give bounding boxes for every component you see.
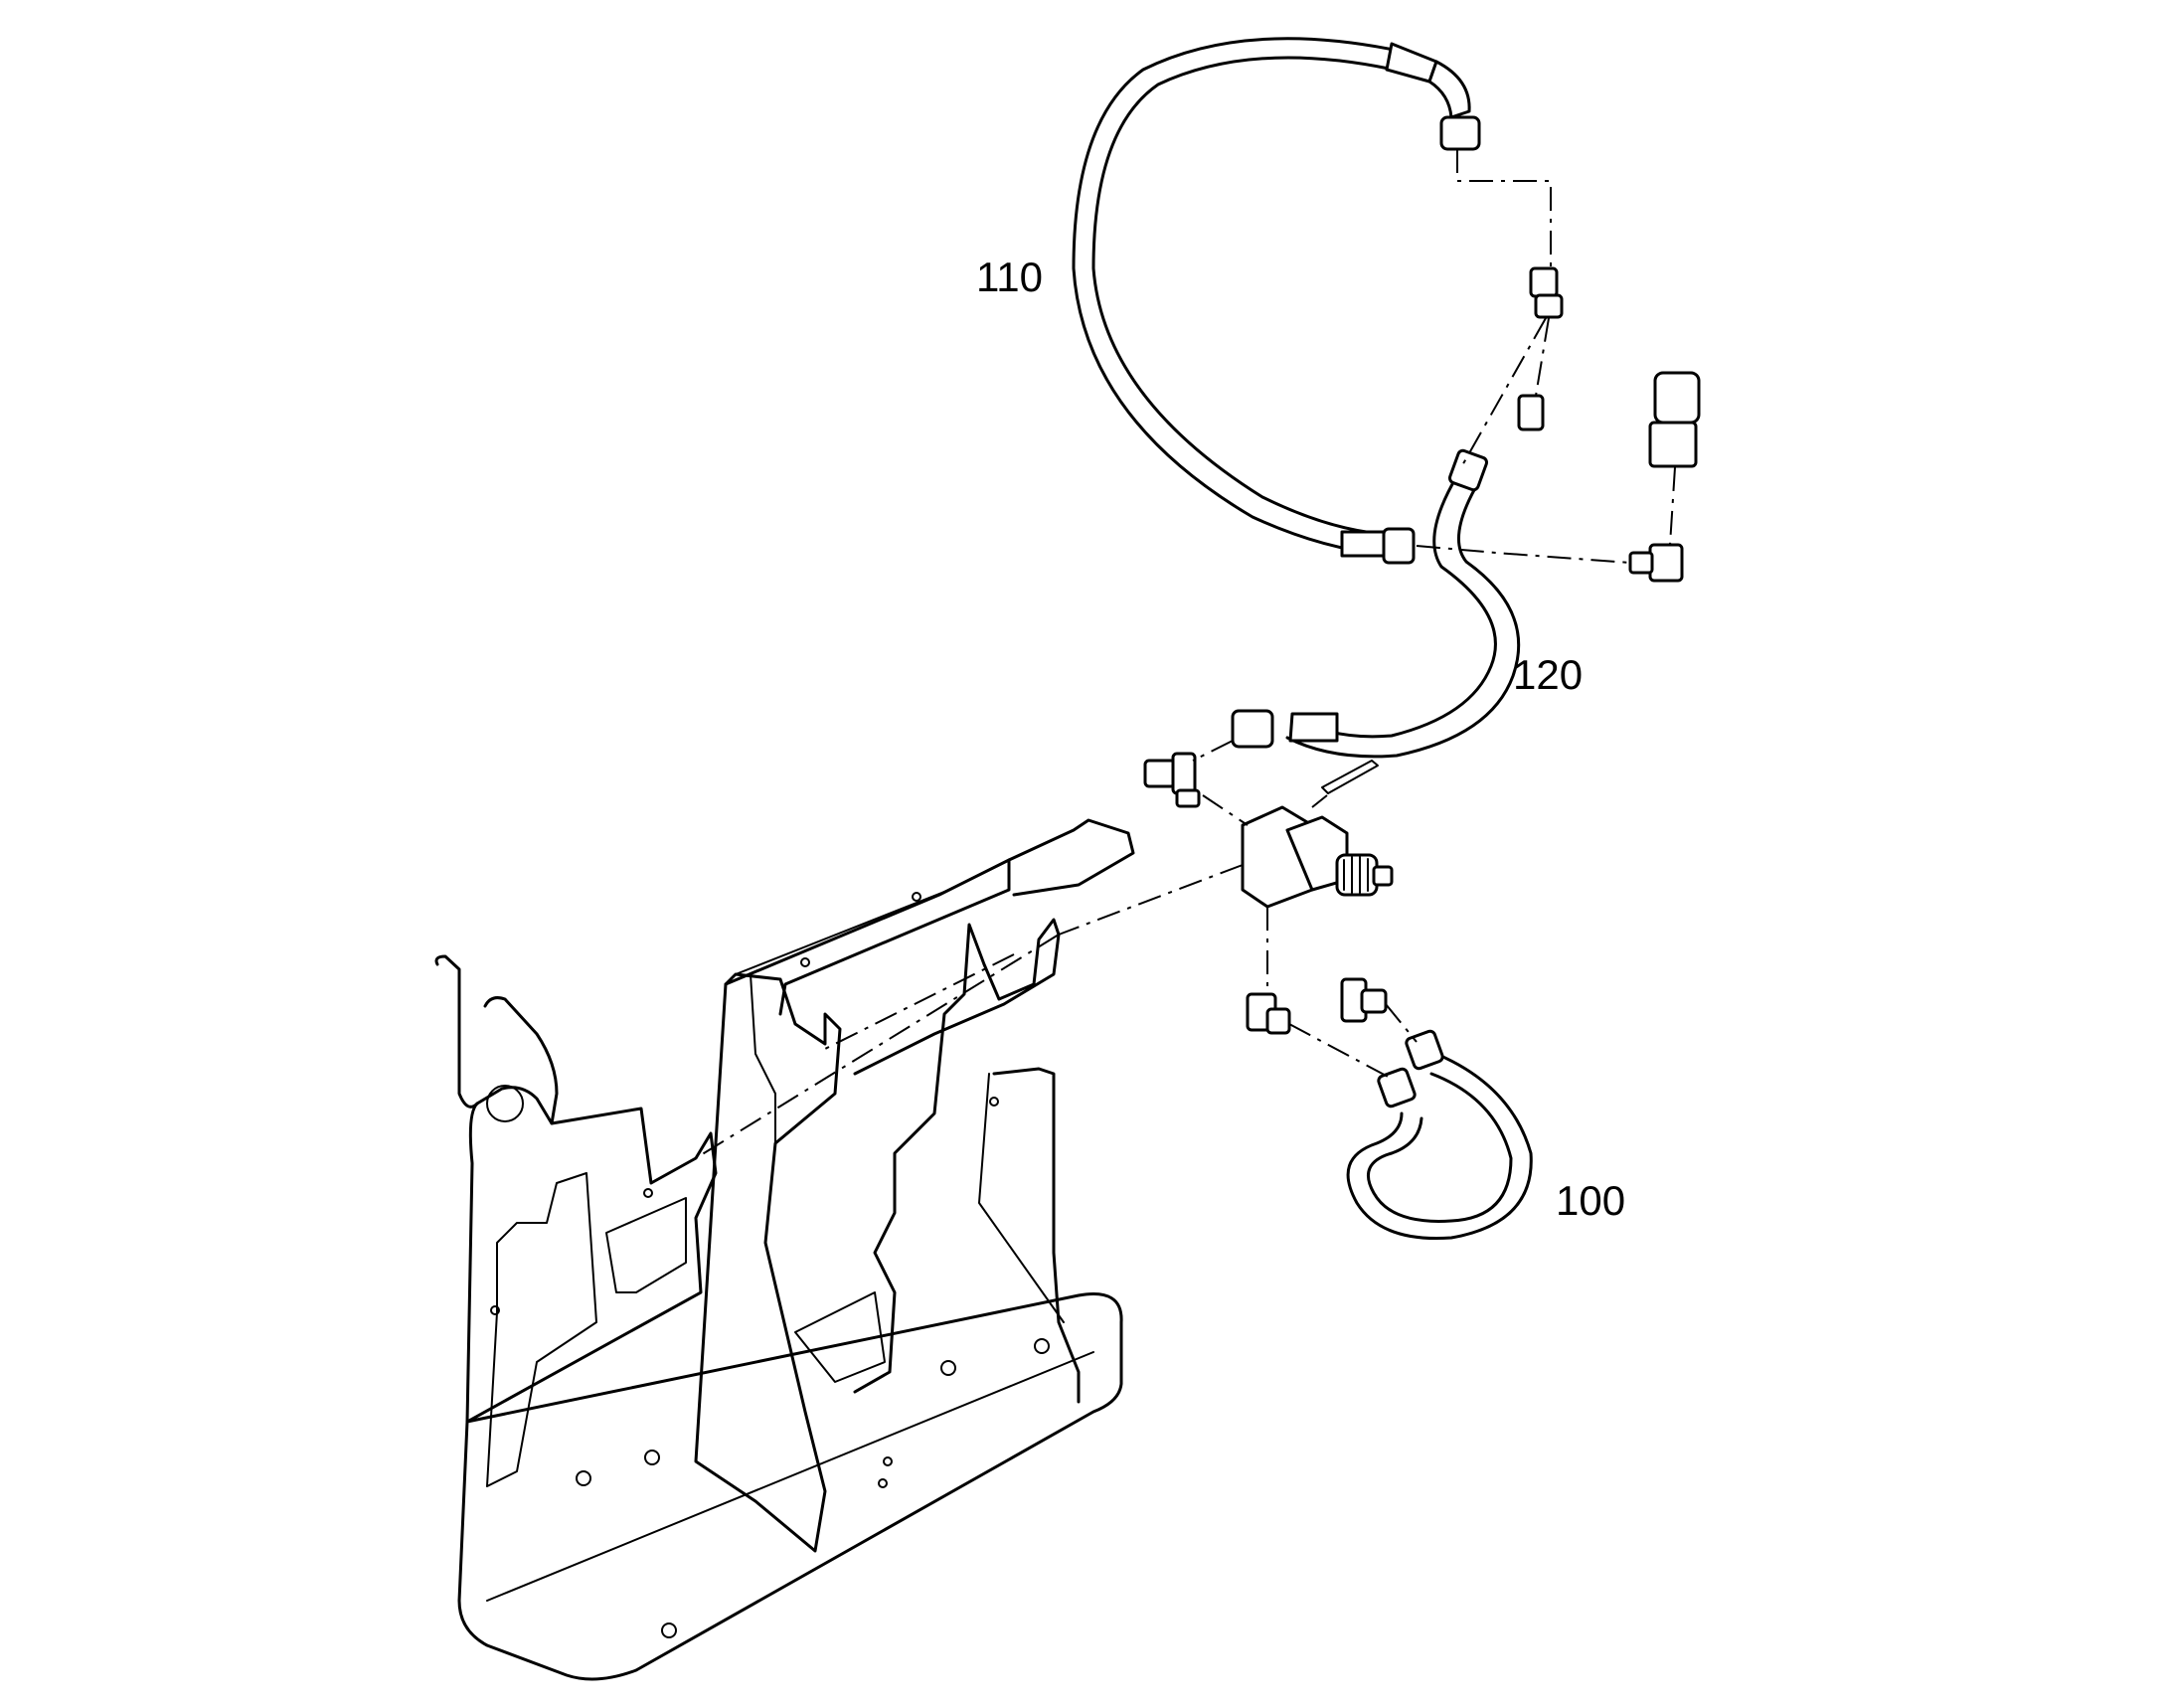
left-plate-cutout	[486, 1172, 597, 1487]
hose-120-outer	[1290, 475, 1497, 739]
adapter-fitting	[1143, 759, 1177, 788]
left-hook-inner	[483, 996, 559, 1125]
adapter-fitting-nut	[1171, 752, 1197, 795]
hose-120-nut-top	[1447, 448, 1489, 492]
hose-110-elbow	[1427, 60, 1471, 119]
center-upright	[694, 972, 842, 1553]
left-hook-outer	[434, 954, 479, 1109]
right-lower-cutout	[794, 1291, 886, 1383]
nipple-fitting	[1517, 394, 1545, 431]
elbow-fitting-top-nut	[1534, 293, 1564, 319]
hose-120	[1231, 448, 1521, 759]
check-valve-cap	[1653, 371, 1701, 425]
hose-100	[1346, 1029, 1533, 1241]
center-line	[695, 934, 1060, 1159]
elbow-fitting-top	[1529, 266, 1559, 298]
center-upright-edge	[725, 973, 776, 1144]
center-line	[1669, 466, 1676, 546]
mounting-bracket	[434, 818, 1135, 1681]
top-channel-lip	[735, 889, 950, 975]
mount-hole	[912, 892, 921, 902]
mount-hole	[940, 1360, 956, 1376]
hose-110	[1072, 37, 1481, 565]
center-line	[1535, 317, 1550, 397]
hose-110-nut-top	[1439, 115, 1481, 151]
elbow-fitting-right	[1648, 543, 1684, 583]
center-line	[1456, 149, 1552, 266]
mount-hole	[989, 1097, 999, 1107]
top-channel	[724, 858, 1011, 1016]
hose-120-ferrule	[1288, 712, 1339, 743]
hose-110-outer	[1072, 37, 1396, 556]
hose-100-nut-top	[1405, 1029, 1444, 1071]
mount-hole	[878, 1478, 888, 1488]
base-plate-inner-edge	[486, 1351, 1094, 1602]
left-plate-cutout-2	[605, 1197, 687, 1293]
check-valve-body	[1648, 421, 1698, 468]
right-outer-wall	[992, 1067, 1081, 1404]
elbow-fitting-right-port	[1628, 551, 1654, 575]
hose-120-inner	[1285, 479, 1521, 759]
mount-hole	[800, 957, 810, 967]
center-line	[1416, 545, 1631, 564]
callout-110: 110	[976, 254, 1043, 300]
hose-100-inner	[1367, 1072, 1513, 1223]
top-channel-flange	[1007, 818, 1135, 897]
center-line	[1058, 864, 1244, 936]
mount-hole	[490, 1305, 500, 1315]
right-side-plate	[853, 918, 1061, 1394]
elbow-fitting-nut	[1265, 1007, 1291, 1035]
center-line	[1385, 1003, 1418, 1043]
valve-assembly	[1143, 266, 1701, 1035]
hose-110-inner	[1091, 56, 1396, 536]
hose-110-ferrule-bottom	[1340, 530, 1386, 558]
mounting-bolt	[1321, 760, 1379, 794]
hose-110-nut-bottom	[1382, 527, 1416, 565]
center-line	[1288, 1023, 1393, 1080]
center-line	[1311, 794, 1328, 808]
hose-100-nut-bottom	[1377, 1067, 1417, 1109]
mount-hole	[576, 1470, 591, 1486]
callout-100: 100	[1556, 1177, 1626, 1224]
center-line	[1202, 794, 1249, 826]
hose-100-outer	[1346, 1050, 1533, 1241]
knurl-lines	[1343, 856, 1369, 894]
mount-hole	[643, 1188, 653, 1198]
solenoid-cap	[1372, 865, 1394, 887]
mount-hole	[661, 1623, 677, 1638]
base-plate	[457, 1292, 1123, 1681]
lifting-hole	[486, 1085, 524, 1122]
adapter-fitting-tail	[1175, 788, 1201, 808]
center-line	[1192, 740, 1234, 762]
assembly-center-lines	[695, 149, 1676, 1159]
center-line	[824, 953, 1015, 1050]
callout-120: 120	[1513, 651, 1584, 698]
mount-hole	[883, 1456, 893, 1466]
tee-fitting-branch	[1360, 988, 1388, 1014]
mount-hole	[1034, 1338, 1050, 1354]
right-inner-wall	[978, 1073, 1065, 1323]
mount-hole	[644, 1450, 660, 1465]
hose-120-nut-bottom	[1231, 709, 1274, 749]
hose-110-ferrule-top	[1385, 42, 1438, 84]
center-line	[1460, 317, 1547, 468]
